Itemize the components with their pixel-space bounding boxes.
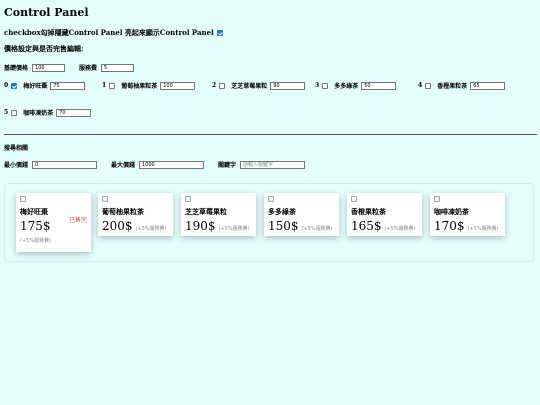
- product-card[interactable]: 多多綠茶 150$ (+5%服務費): [264, 193, 339, 236]
- product-index: 0: [4, 82, 9, 89]
- product-price-input[interactable]: 90: [270, 81, 306, 90]
- product-card-name: 香橙果粒茶: [351, 207, 386, 216]
- product-name: 香橙果粒茶: [437, 83, 468, 90]
- product-name: 咖啡凍奶茶: [23, 110, 54, 117]
- product-edit-item: 1 葡萄柚果粒茶 100: [102, 81, 196, 90]
- sold-out-checkbox[interactable]: [425, 82, 432, 89]
- product-card-price: 175$: [20, 219, 51, 233]
- product-price-input[interactable]: 70: [56, 108, 92, 117]
- product-card-price: 200$: [102, 219, 133, 233]
- section-divider: [4, 134, 537, 135]
- base-price-label: 基礎價格: [4, 65, 29, 72]
- product-index: 5: [4, 109, 9, 116]
- keyword-label: 關鍵字: [218, 162, 237, 169]
- broken-image-icon: [434, 196, 440, 202]
- product-edit-item: 2 芝芝草莓果粒 90: [212, 81, 306, 90]
- product-card-price: 190$: [185, 219, 216, 233]
- product-card[interactable]: 葡萄柚果粒茶 200$ (+5%服務費): [98, 193, 173, 236]
- product-card-fee: (+5%服務費): [301, 226, 333, 232]
- search-section-title: 搜尋相關: [4, 145, 29, 152]
- product-card-name: 多多綠茶: [268, 207, 296, 216]
- broken-image-icon: [351, 196, 357, 202]
- sold-out-checkbox[interactable]: [219, 82, 226, 89]
- product-edit-item: 5 咖啡凍奶茶 70: [4, 108, 92, 117]
- product-card[interactable]: 香橙果粒茶 165$ (+5%服務費): [347, 193, 422, 236]
- product-card[interactable]: 梅好旺棗 175$ (+5%服務費) 已售完: [16, 193, 91, 252]
- product-card-fee: (+5%服務費): [135, 226, 167, 232]
- max-price-label: 最大價錢: [111, 162, 136, 169]
- broken-image-icon: [20, 196, 26, 202]
- sold-out-checkbox[interactable]: [11, 82, 18, 89]
- keyword-field: 關鍵字 請輸入關鍵字: [218, 160, 306, 169]
- sold-out-checkbox[interactable]: [322, 82, 329, 89]
- product-card-price: 165$: [351, 219, 382, 233]
- max-price-field: 最大價錢 1000: [111, 160, 205, 169]
- product-name: 多多綠茶: [334, 83, 359, 90]
- product-card-fee: (+5%服務費): [20, 238, 52, 244]
- product-card[interactable]: 芝芝草莓果粒 190$ (+5%服務費): [181, 193, 256, 236]
- product-edit-item: 0 梅好旺棗 75: [4, 81, 86, 90]
- product-cards-container: [4, 183, 534, 262]
- base-price-input[interactable]: 100: [32, 63, 66, 72]
- product-name: 梅好旺棗: [23, 83, 48, 90]
- broken-image-icon: [185, 196, 191, 202]
- product-card-name: 芝芝草莓果粒: [185, 207, 227, 216]
- product-edit-item: 4 香橙果粒茶 65: [418, 81, 506, 90]
- control-panel-toggle-checkbox[interactable]: [216, 30, 223, 36]
- service-fee-label: 服務費: [79, 65, 98, 72]
- product-card-name: 梅好旺棗: [20, 207, 48, 216]
- min-price-label: 最小價錢: [4, 162, 29, 169]
- product-price-input[interactable]: 75: [50, 81, 86, 90]
- product-index: 2: [212, 82, 217, 89]
- sold-out-badge: 已售完: [68, 217, 87, 224]
- product-card-fee: (+5%服務費): [218, 226, 250, 232]
- product-price-input[interactable]: 65: [470, 81, 506, 90]
- product-edit-item: 3 多多綠茶 50: [315, 81, 397, 90]
- control-panel-toggle-row: checkbox勾掉隱藏Control Panel 亮起來顯示Control P…: [4, 28, 223, 38]
- page-title: Control Panel: [4, 6, 89, 19]
- product-name: 芝芝草莓果粒: [231, 83, 268, 90]
- product-card-price: 150$: [268, 219, 299, 233]
- product-price-input[interactable]: 50: [361, 81, 397, 90]
- min-price-input[interactable]: 0: [32, 160, 98, 169]
- product-price-input[interactable]: 100: [160, 81, 196, 90]
- service-fee-field: 服務費 5: [79, 63, 135, 72]
- product-card-price: 170$: [434, 219, 465, 233]
- service-fee-input[interactable]: 5: [101, 63, 135, 72]
- keyword-input[interactable]: 請輸入關鍵字: [240, 160, 306, 169]
- product-card-name: 葡萄柚果粒茶: [102, 207, 144, 216]
- product-card-fee: (+5%服務費): [467, 226, 499, 232]
- price-settings-label: 價格設定與是否完售編輯:: [4, 44, 84, 53]
- sold-out-checkbox[interactable]: [11, 109, 18, 116]
- control-panel-toggle-label: checkbox勾掉隱藏Control Panel 亮起來顯示Control P…: [4, 28, 214, 37]
- product-card-name: 咖啡凍奶茶: [434, 207, 469, 216]
- broken-image-icon: [102, 196, 108, 202]
- max-price-input[interactable]: 1000: [139, 160, 205, 169]
- min-price-field: 最小價錢 0: [4, 160, 98, 169]
- product-card-fee: (+5%服務費): [384, 226, 416, 232]
- sold-out-checkbox[interactable]: [109, 82, 116, 89]
- product-index: 4: [418, 82, 423, 89]
- base-price-field: 基礎價格 100: [4, 63, 66, 72]
- product-index: 1: [102, 82, 107, 89]
- broken-image-icon: [268, 196, 274, 202]
- product-name: 葡萄柚果粒茶: [121, 83, 158, 90]
- product-index: 3: [315, 82, 320, 89]
- product-card[interactable]: 咖啡凍奶茶 170$ (+5%服務費): [430, 193, 505, 236]
